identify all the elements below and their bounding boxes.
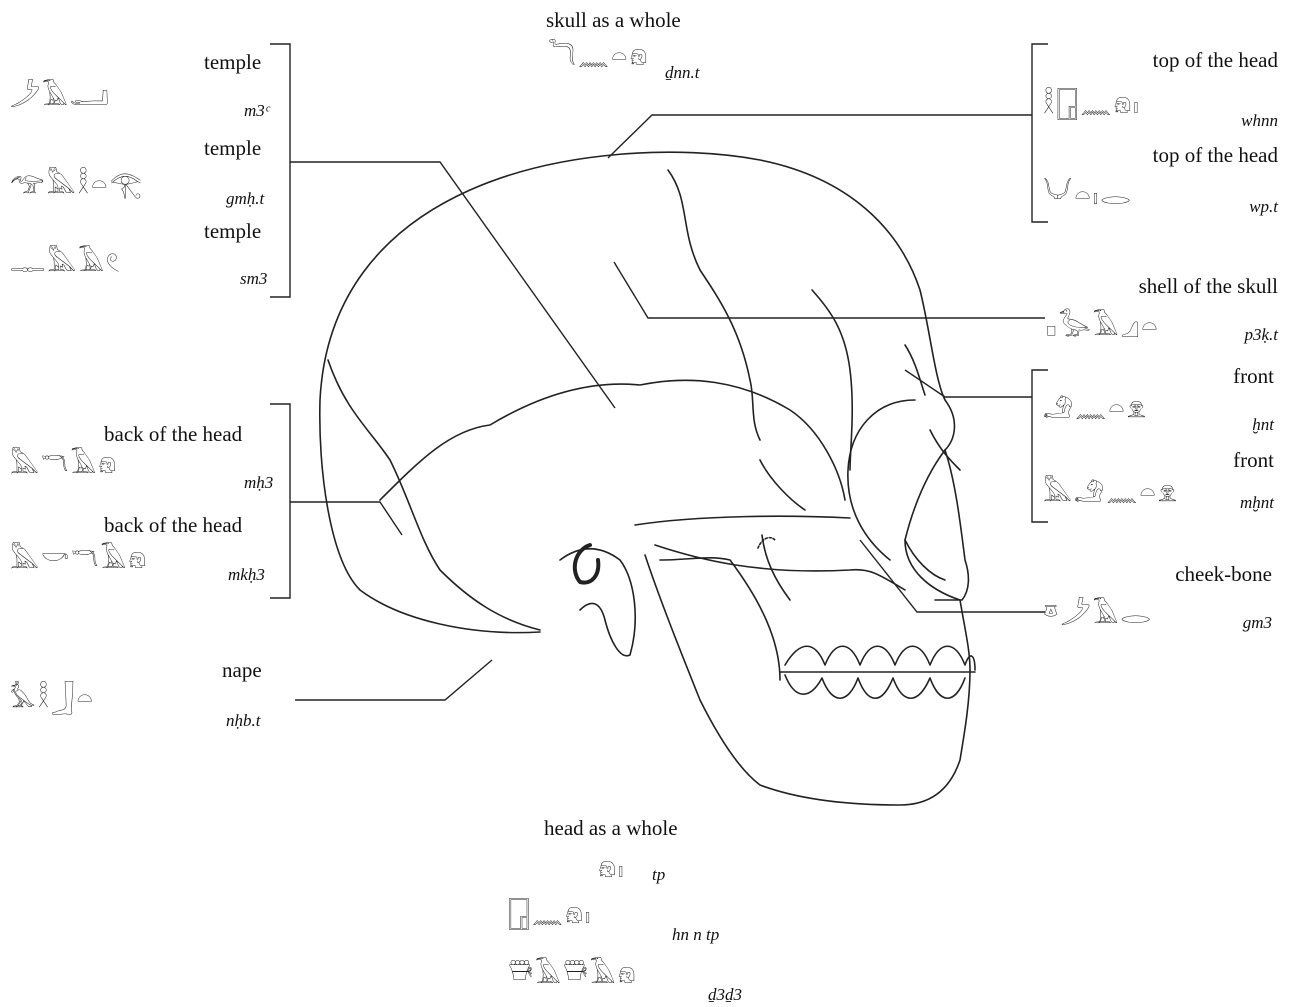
upper-teeth <box>785 646 975 670</box>
label-temple-2: temple <box>204 138 261 159</box>
hieroglyphs-back-head-2: 𓅓𓎡𓎔𓄿𓁶 <box>10 547 148 573</box>
translit-temple-1: m3ᶜ <box>244 102 269 119</box>
translit-shell-skull: p3ḳ.t <box>1244 326 1278 343</box>
translit-top-head-2: wp.t <box>1249 198 1278 215</box>
brackets <box>270 44 1048 598</box>
label-shell-skull: shell of the skull <box>1139 276 1278 297</box>
hieroglyphs-head-whole-2: 𓉗𓈖𓁶𓏤 <box>508 902 592 928</box>
bracket-temple <box>270 44 290 297</box>
translit-head-whole-2: hn n tp <box>672 926 719 943</box>
translit-top-head-1: whnn <box>1241 112 1278 129</box>
hieroglyphs-temple-1: 𓌳𓄿𓂝 <box>10 84 111 110</box>
hieroglyphs-skull-whole: 𓆓𓈖𓏏𓁶 <box>548 44 649 70</box>
label-nape: nape <box>222 660 262 681</box>
translit-cheek-bone: gm3 <box>1243 614 1272 631</box>
label-top-head-1: top of the head <box>1153 50 1278 71</box>
hieroglyphs-temple-3: 𓊃𓅓𓄿𓏲 <box>10 250 122 276</box>
leader-back <box>290 502 402 535</box>
translit-head-whole-1: tp <box>652 866 665 883</box>
label-back-head-1: back of the head <box>104 424 242 445</box>
hieroglyphs-head-whole-3: 𓇥𓄿𓇥𓄿𓁶 <box>508 962 637 988</box>
label-top-head-2: top of the head <box>1153 145 1278 166</box>
cheek-line <box>655 545 905 590</box>
translit-back-head-1: mḥ3 <box>244 474 273 491</box>
hieroglyphs-cheek-bone: 𓎼𓌳𓄿𓂋 <box>1043 602 1153 628</box>
hieroglyphs-head-whole-1: 𓁶𓏤 <box>598 856 625 882</box>
hieroglyphs-shell-skull: 𓊪𓅭𓄿𓈎𓏏 <box>1046 314 1160 340</box>
label-cheek-bone: cheek-bone <box>1175 564 1272 585</box>
zygomatic-arch <box>635 516 850 525</box>
hieroglyphs-top-head-1: 𓎛𓉗𓈖𓁶𓏤 <box>1043 92 1141 118</box>
hieroglyphs-front-1: 𓄂𓈖𓏏𓁷 <box>1043 396 1148 422</box>
translit-front-2: mḫnt <box>1240 494 1274 511</box>
dotted-condyle <box>758 538 775 548</box>
translit-back-head-2: mkḥ3 <box>228 566 265 583</box>
mandible-ramus <box>660 558 780 680</box>
label-front-2: front <box>1233 450 1274 471</box>
translit-temple-2: gmḥ.t <box>226 190 264 207</box>
internal-line-3 <box>905 345 925 395</box>
translit-nape: nḥb.t <box>226 712 260 729</box>
bracket-back <box>270 404 290 598</box>
label-back-head-2: back of the head <box>104 515 242 536</box>
orbit-outline <box>848 400 915 560</box>
face-outline <box>905 450 970 670</box>
label-temple-3: temple <box>204 221 261 242</box>
hieroglyphs-temple-2: 𓅠𓅓𓎛𓏏𓂀 <box>10 172 144 198</box>
leader-shell <box>614 262 1045 318</box>
label-head-whole: head as a whole <box>544 818 678 839</box>
translit-head-whole-3: ḏ3ḏ3 <box>708 986 742 1003</box>
internal-line-2 <box>812 290 852 470</box>
translit-temple-3: sm3 <box>240 270 267 287</box>
leader-nape <box>295 660 492 700</box>
label-temple-1: temple <box>204 52 261 73</box>
nasal-outline <box>905 540 945 580</box>
internal-line-5 <box>762 535 790 600</box>
hieroglyphs-front-2: 𓅓𓄂𓈖𓏏𓁷 <box>1043 480 1179 506</box>
translit-front-1: ḫnt <box>1252 416 1274 433</box>
cranium-outline <box>320 152 969 632</box>
hieroglyphs-back-head-1: 𓅓𓎔𓄿𓁶 <box>10 452 118 478</box>
hieroglyphs-top-head-2: 𓄋𓏏𓏤𓂋 <box>1043 183 1133 209</box>
hieroglyphs-nape: 𓅘𓎛𓃀𓏏 <box>10 686 95 712</box>
label-skull-whole: skull as a whole <box>546 10 681 31</box>
leader-lines <box>290 115 1045 700</box>
internal-line-1 <box>760 460 805 510</box>
leader-cheek <box>860 540 1045 612</box>
coronal-suture <box>668 170 760 440</box>
label-front-1: front <box>1233 366 1274 387</box>
translit-skull-whole: ḏnn.t <box>665 64 699 81</box>
lower-teeth <box>785 675 965 698</box>
mandible <box>645 555 970 805</box>
